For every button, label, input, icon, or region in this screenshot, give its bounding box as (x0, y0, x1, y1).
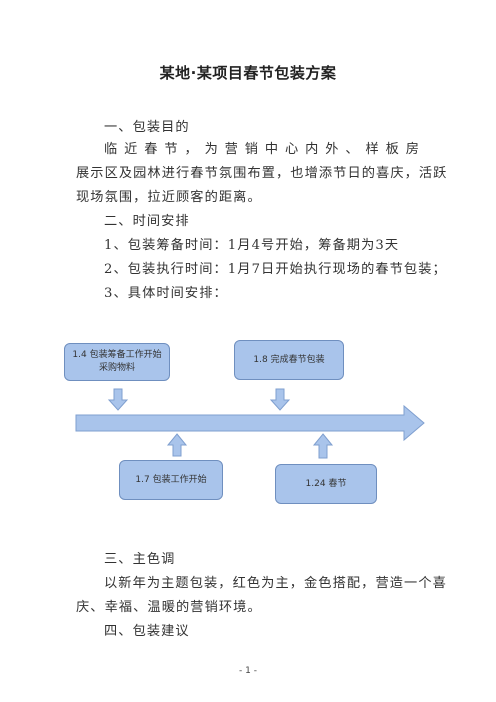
schedule-item-1: 1、包装筹备时间：1月4号开始，筹备期为3天 (104, 238, 400, 253)
timeline-box-1-24: 1.24 春节 (275, 464, 377, 504)
timeline-main-arrow (75, 404, 425, 442)
purpose-line-3: 现场氛围，拉近顾客的距离。 (76, 190, 262, 205)
arrow-up-1-7 (166, 433, 188, 457)
schedule-item-2: 2、包装执行时间：1月7日开始执行现场的春节包装； (104, 262, 447, 277)
arrow-down-1-8 (269, 388, 291, 411)
arrow-up-1-24 (312, 433, 334, 459)
timeline-box-1-8: 1.8 完成春节包装 (234, 340, 344, 380)
timeline-box-1-4: 1.4 包装筹备工作开始 采购物料 (64, 343, 170, 381)
schedule-item-3: 3、具体时间安排： (104, 286, 228, 301)
section-heading-purpose: 一、包装目的 (104, 120, 190, 135)
page-number: - 1 - (239, 666, 257, 676)
section-heading-schedule: 二、时间安排 (104, 214, 190, 229)
purpose-line-2: 展示区及园林进行春节氛围布置，也增添节日的喜庆，活跃 (76, 166, 448, 181)
section-heading-suggestions: 四、包装建议 (104, 624, 190, 639)
color-line-1: 以新年为主题包装，红色为主，金色搭配，营造一个喜 (104, 576, 447, 591)
arrow-down-1-4 (107, 388, 129, 411)
timeline-box-1-7: 1.7 包装工作开始 (119, 460, 223, 500)
purpose-line-1: 临近春节，为营销中心内外、样板房 (104, 142, 420, 157)
color-line-2: 庆、幸福、温暖的营销环境。 (76, 600, 262, 615)
section-heading-color: 三、主色调 (104, 552, 176, 567)
document-title: 某地·某项目春节包装方案 (159, 64, 337, 82)
